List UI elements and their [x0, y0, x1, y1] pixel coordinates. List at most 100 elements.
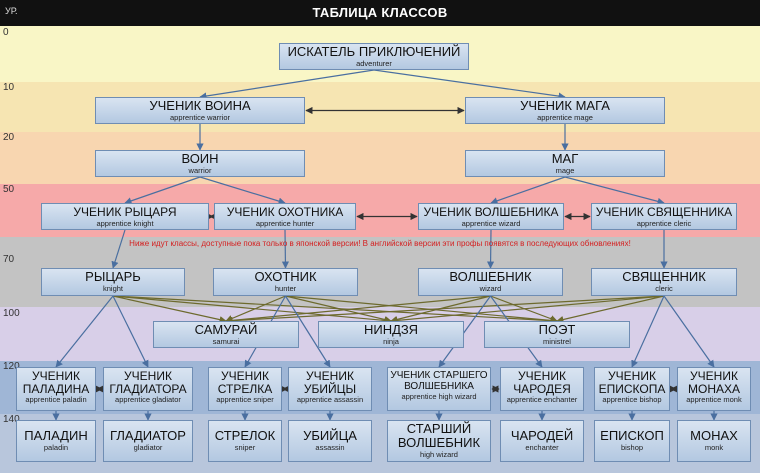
- level-label: 140: [3, 414, 20, 425]
- class-name-en: high wizard: [420, 450, 458, 459]
- class-name-en: warrior: [188, 166, 212, 175]
- class-name-en: ministrel: [543, 337, 571, 346]
- class-name-ru: СТАРШИЙ ВОЛШЕБНИК: [397, 421, 481, 450]
- class-name-en: wizard: [479, 284, 502, 293]
- edge-cleric-app_monk: [663, 295, 715, 368]
- class-name-en: apprentice hunter: [255, 219, 315, 228]
- edge-mage-app_wizard: [490, 176, 566, 205]
- class-name-ru: УЧЕНИК ВОИНА: [149, 98, 251, 113]
- class-name-en: apprentice warrior: [169, 113, 231, 122]
- japan-only-notice: Ниже идут классы, доступные пока только …: [129, 239, 631, 248]
- class-name-en: apprentice cleric: [636, 219, 692, 228]
- class-name-ru: УБИЙЦА: [303, 428, 357, 443]
- class-name-en: apprentice gladiator: [115, 395, 181, 404]
- class-name-ru: НИНДЗЯ: [363, 322, 419, 337]
- level-label: 120: [3, 361, 20, 372]
- class-name-en: sniper: [234, 443, 256, 452]
- page-title: ТАБЛИЦА КЛАССОВ: [312, 5, 448, 20]
- class-name-ru: САМУРАЙ: [194, 322, 258, 337]
- level-label: 100: [3, 308, 20, 319]
- class-name-en: knight: [102, 284, 123, 293]
- class-name-en: monk: [704, 443, 724, 452]
- edge-hunter-ministrel: [285, 295, 558, 324]
- class-name-ru: ВОЛШЕБНИК: [449, 269, 532, 284]
- edge-app_wizard-wizard: [486, 229, 495, 269]
- edge-warrior-app_knight: [124, 176, 201, 205]
- class-name-ru: СВЯЩЕННИК: [622, 269, 706, 284]
- class-name-ru: РЫЦАРЬ: [85, 269, 141, 284]
- class-name-en: samurai: [212, 337, 240, 346]
- class-name-ru: УЧЕНИК ОХОТНИКА: [226, 205, 344, 219]
- class-name-en: apprentice high wizard: [401, 392, 477, 401]
- class-name-en: apprentice bishop: [602, 395, 662, 404]
- edge-cleric-ministrel: [556, 295, 665, 324]
- class-name-en: apprentice mage: [537, 113, 593, 122]
- edge-wizard-samurai: [225, 295, 491, 324]
- class-name-ru: ЧАРОДЕЙ: [510, 428, 574, 443]
- class-name-en: mage: [555, 166, 575, 175]
- level-label: 0: [3, 27, 9, 38]
- class-name-en: adventurer: [356, 59, 392, 68]
- edge-app_hunter-hunter: [281, 229, 290, 269]
- class-name-ru: УЧЕНИК МАГА: [520, 98, 610, 113]
- class-name-ru: МОНАХ: [690, 428, 738, 443]
- class-name-en: apprentice sniper: [216, 395, 274, 404]
- edge-knight-ministrel: [112, 295, 558, 325]
- class-name-ru: УЧЕНИК РЫЦАРЯ: [73, 205, 177, 219]
- class-name-ru: УЧЕНИК ГЛАДИАТОРА: [109, 369, 187, 396]
- class-name-ru: ПОЭТ: [538, 322, 576, 337]
- edge-cleric-app_bishop: [631, 295, 665, 368]
- edge-hunter-samurai: [225, 295, 286, 322]
- edge-wizard-app_highwizard: [438, 295, 491, 368]
- class-name-en: cleric: [655, 284, 673, 293]
- class-name-ru: ГЛАДИАТОР: [110, 428, 186, 443]
- class-name-ru: УЧЕНИК ПАЛАДИНА: [22, 369, 90, 396]
- class-name-ru: ОХОТНИК: [254, 269, 317, 284]
- class-name-en: hunter: [274, 284, 297, 293]
- edge-adventurer-app_warrior: [199, 69, 375, 100]
- class-name-en: gladiator: [133, 443, 163, 452]
- class-name-en: apprentice paladin: [25, 395, 87, 404]
- level-column-header: УР.: [5, 6, 18, 16]
- class-name-ru: ИСКАТЕЛЬ ПРИКЛЮЧЕНИЙ: [287, 44, 461, 59]
- class-name-ru: СТРЕЛОК: [214, 428, 276, 443]
- title-bar: [0, 0, 760, 26]
- level-label: 20: [3, 132, 15, 143]
- edge-knight-app_paladin: [55, 295, 114, 368]
- class-name-ru: ПАЛАДИН: [24, 428, 88, 443]
